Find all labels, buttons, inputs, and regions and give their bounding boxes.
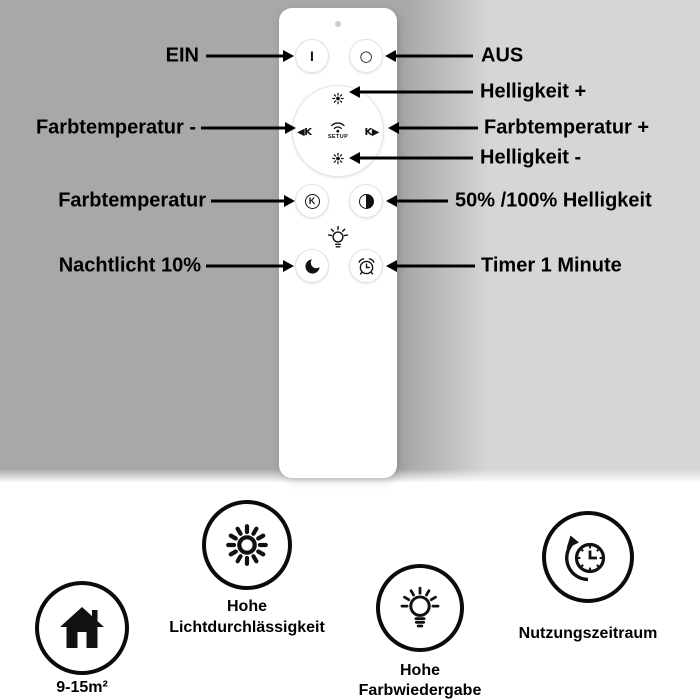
kelvin-circle-icon: K: [304, 193, 320, 209]
arrow-head: [283, 50, 294, 62]
arrow-head: [349, 152, 360, 164]
arrow-line: [206, 264, 285, 268]
color-temp-plus-button[interactable]: K▶: [364, 122, 380, 140]
arrow-timer: [386, 259, 475, 273]
light-transmission-label-2: Lichtdurchlässigkeit: [169, 619, 325, 636]
arrow-farbtemperatur-plus: [388, 121, 478, 135]
light-transmission-label-1: Hohe: [227, 598, 267, 615]
arrow-helligkeit-plus: [349, 85, 473, 99]
color-rendering-label-1: Hohe: [400, 662, 440, 679]
dimmer-button[interactable]: [349, 184, 383, 218]
contrast-icon: [358, 193, 374, 209]
color-temp-plus-symbol: K▶: [364, 127, 380, 138]
label-helligkeit-50-100: 50% /100% Helligkeit: [455, 189, 652, 212]
arrow-head: [284, 195, 295, 207]
usage-time-badge: [542, 511, 634, 603]
arrow-line: [358, 156, 473, 160]
usage-time-label: Nutzungszeitraum: [518, 625, 658, 642]
house-icon: [60, 607, 104, 648]
clock-icon: [565, 535, 606, 582]
label-aus: AUS: [481, 44, 524, 67]
color-rendering-label-2: Farbwiedergabe: [358, 682, 482, 699]
arrow-line: [395, 264, 475, 268]
label-helligkeit-minus: Helligkeit -: [480, 146, 582, 169]
arrow-line: [358, 90, 473, 94]
arrow-head: [385, 50, 396, 62]
bulb-icon: [400, 586, 440, 628]
label-nachtlicht: Nachtlicht 10%: [58, 254, 201, 277]
color-rendering-badge: [376, 564, 464, 652]
label-farbtemperatur-minus: Farbtemperatur -: [35, 116, 196, 139]
arrow-line: [394, 54, 473, 58]
remote-indicator-dot: [335, 21, 341, 27]
light-transmission-badge: [202, 500, 292, 590]
arrow-line: [397, 126, 478, 130]
color-temp-minus-symbol: ◀K: [297, 127, 312, 138]
arrow-head: [386, 195, 397, 207]
nightlight-button[interactable]: [295, 249, 329, 283]
brightness-up-button[interactable]: [332, 92, 345, 110]
setup-label: SETUP: [327, 134, 349, 140]
wifi-icon: [331, 122, 345, 133]
power-off-symbol: ○: [359, 46, 373, 65]
arrow-head: [285, 122, 296, 134]
label-ein: EIN: [165, 44, 199, 67]
bulb-icon: [326, 223, 350, 255]
label-helligkeit-plus: Helligkeit +: [480, 80, 587, 103]
arrow-line: [395, 199, 448, 203]
arrow-line: [211, 199, 286, 203]
kelvin-button[interactable]: K: [295, 184, 329, 218]
power-off-button[interactable]: ○: [349, 39, 383, 73]
power-on-symbol: I: [310, 48, 314, 64]
sun-icon: [332, 152, 344, 165]
arrow-line: [201, 126, 287, 130]
arrow-line: [206, 54, 285, 58]
remote-control: I ○: [279, 8, 397, 478]
label-farbtemperatur-plus: Farbtemperatur +: [484, 116, 650, 139]
label-timer: Timer 1 Minute: [481, 254, 622, 277]
timer-button[interactable]: [349, 249, 383, 283]
arrow-head: [386, 260, 397, 272]
brightness-down-button[interactable]: [332, 152, 345, 170]
room-size-label: 9-15m²: [56, 679, 108, 696]
arrow-head: [388, 122, 399, 134]
arrow-head: [349, 86, 360, 98]
sun-icon: [226, 524, 268, 566]
sun-icon: [332, 92, 344, 105]
alarm-clock-icon: [358, 257, 374, 275]
power-on-button[interactable]: I: [295, 39, 329, 73]
arrow-aus: [385, 49, 473, 63]
arrow-head: [283, 260, 294, 272]
room-size-badge: [35, 581, 129, 675]
arrow-farbtemperatur: [211, 194, 295, 208]
setup-button[interactable]: SETUP: [328, 122, 348, 140]
arrow-helligkeit-minus: [349, 151, 473, 165]
arrow-nachtlicht: [206, 259, 294, 273]
control-pad: ◀K K▶ SETUP: [292, 85, 384, 177]
arrow-ein: [206, 49, 294, 63]
moon-icon: [304, 258, 320, 274]
color-temp-minus-button[interactable]: ◀K: [297, 122, 312, 140]
arrow-farbtemperatur-minus: [201, 121, 296, 135]
arrow-helligkeit-50-100: [386, 194, 448, 208]
label-farbtemperatur: Farbtemperatur: [58, 189, 206, 212]
